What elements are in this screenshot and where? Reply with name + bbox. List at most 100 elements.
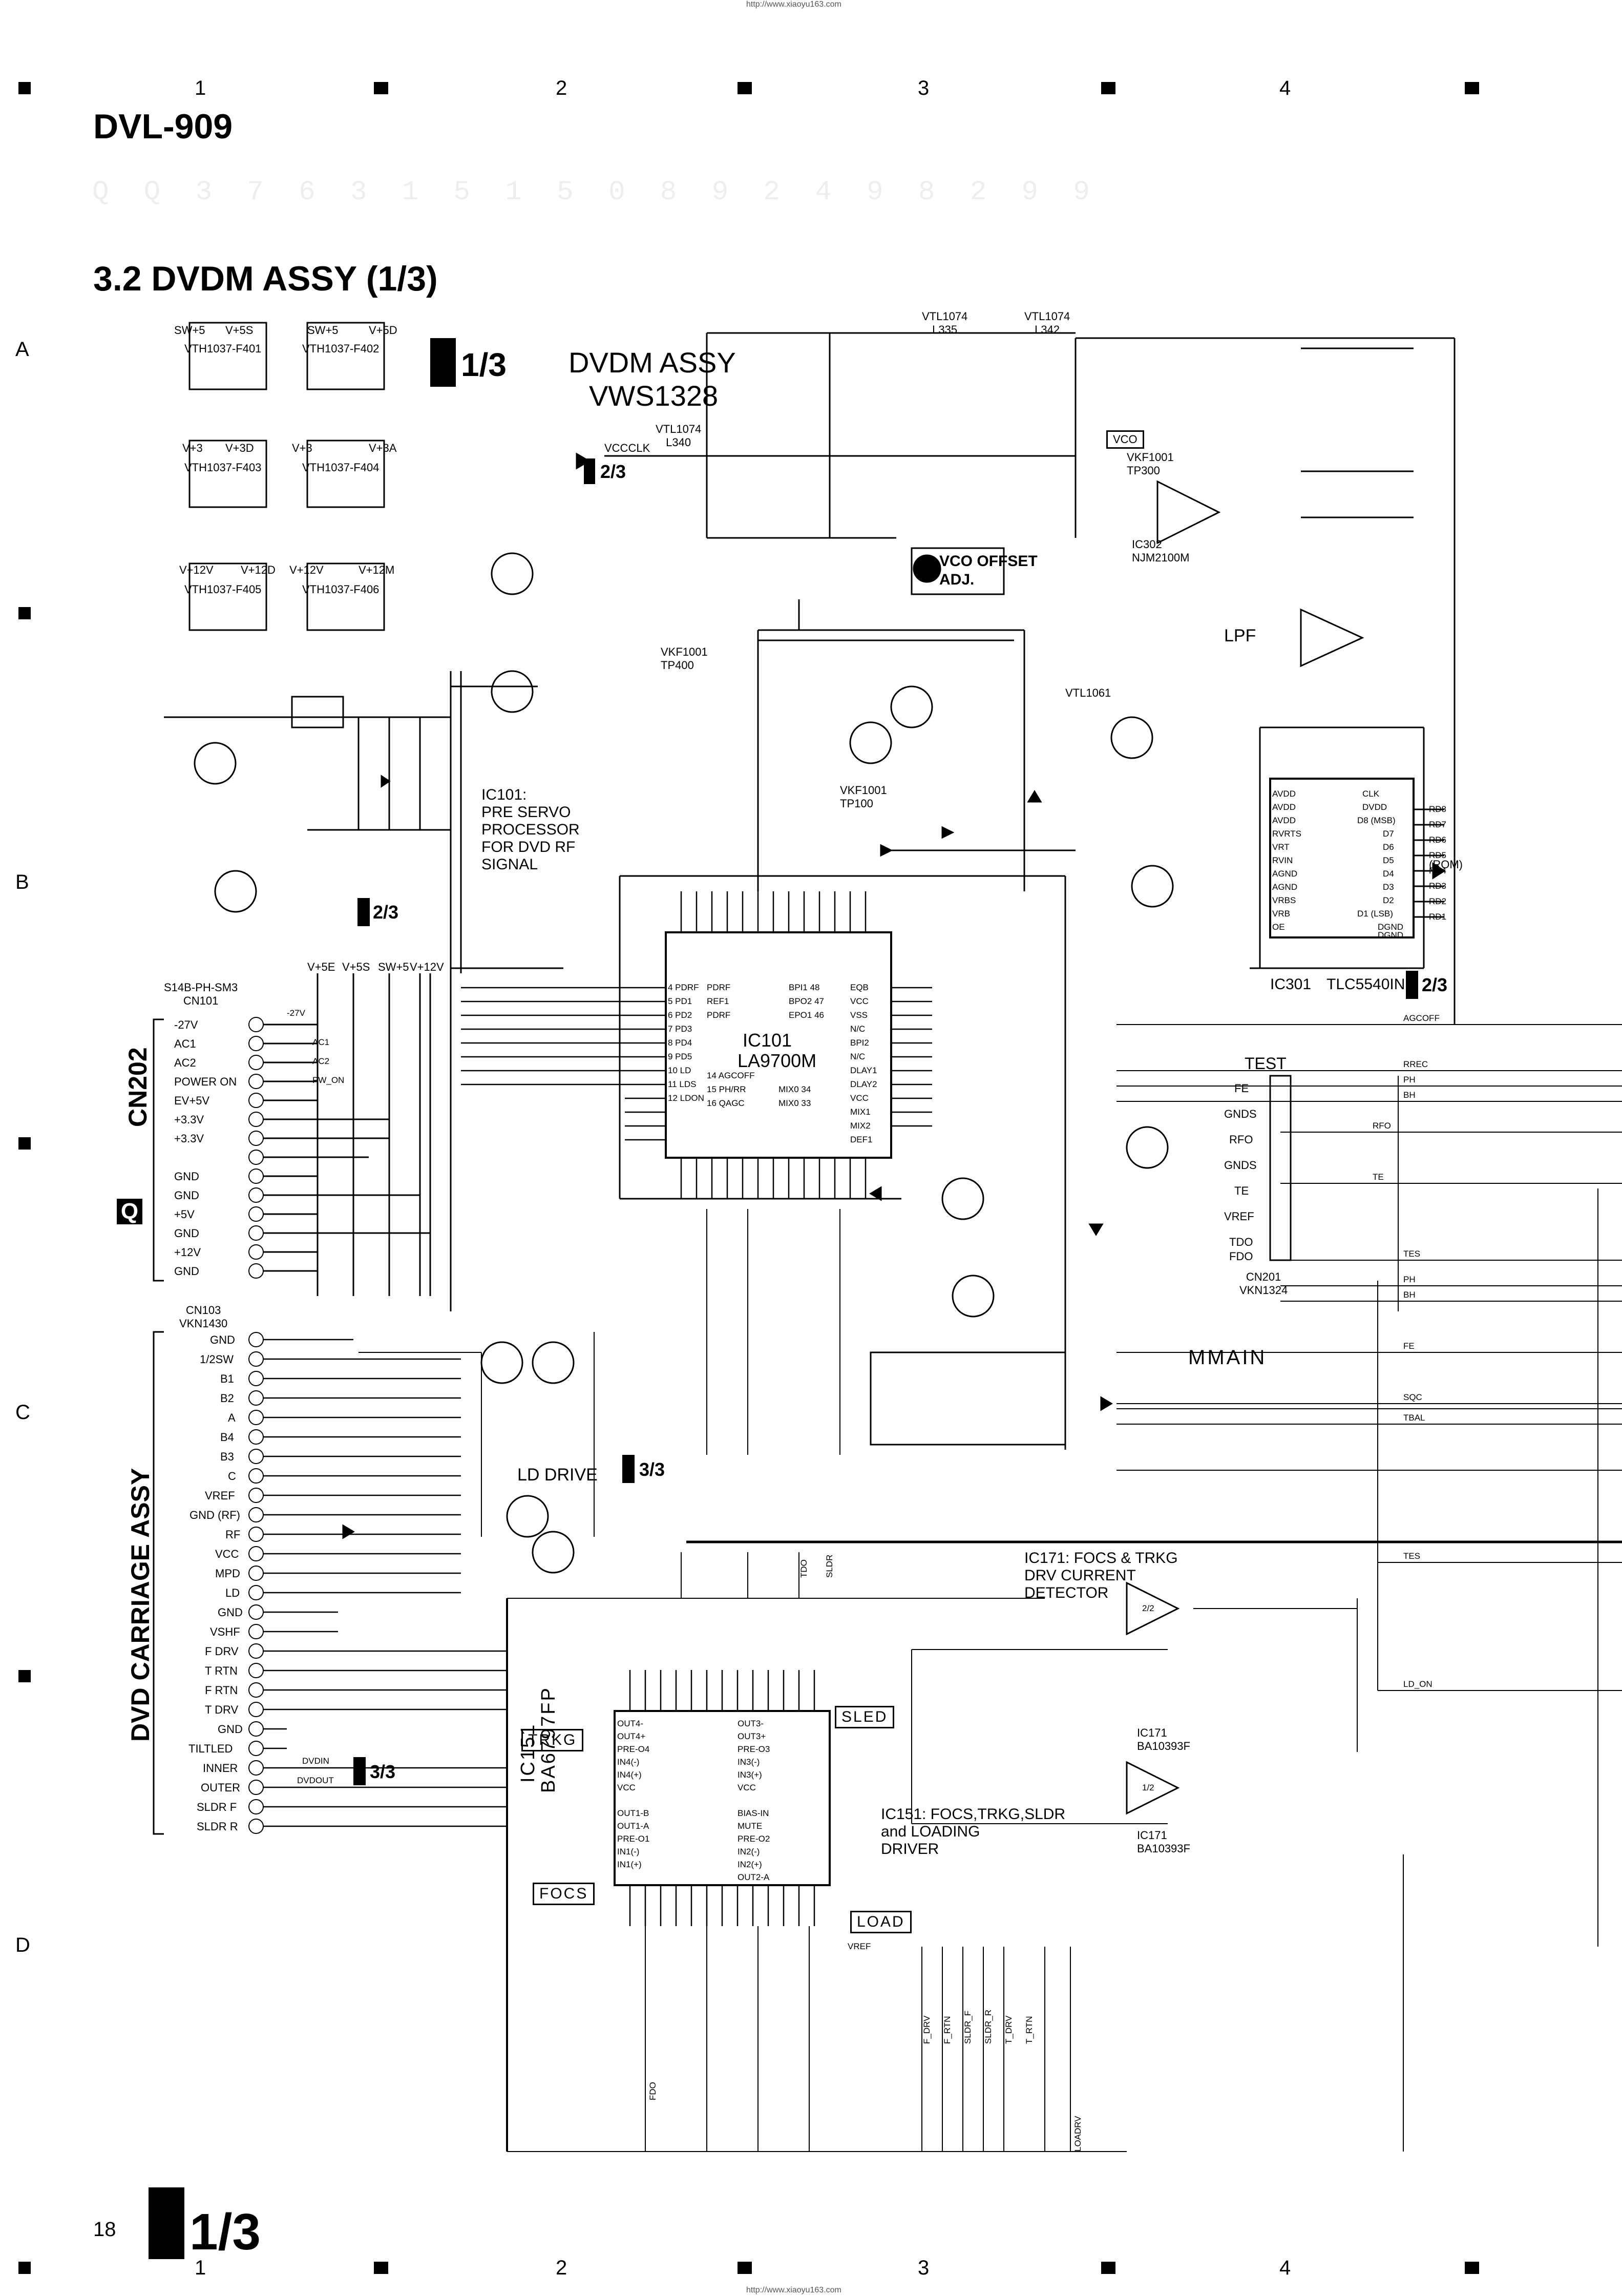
- cn103-pin: F RTN: [205, 1684, 238, 1697]
- regulator-label: VTH1037-F405: [184, 583, 262, 596]
- cn103-pin: 1/2SW: [200, 1353, 234, 1366]
- ic101-mid: VCC: [850, 996, 869, 1006]
- ic301-pin: AGND: [1272, 869, 1298, 879]
- ic151-pin: OUT3-: [738, 1719, 764, 1728]
- ic101-pin: 16 QAGC: [707, 1098, 745, 1108]
- ic101-pin: 9 PD5: [668, 1052, 692, 1061]
- cn103-pin: LD: [225, 1587, 240, 1599]
- cn202-connector: S14B-PH-SM3 CN101: [164, 981, 238, 1007]
- bus-signal: BH: [1403, 1290, 1416, 1300]
- ic301-part: TLC5540INS: [1326, 976, 1416, 993]
- column-2: 2: [556, 2257, 567, 2279]
- ic301-ref: IC301: [1270, 976, 1312, 993]
- ic301-pin: RVIN: [1272, 855, 1293, 865]
- ic301-pin: CLK: [1362, 789, 1380, 799]
- ic101-pin: MIX2: [850, 1121, 871, 1131]
- ic151-pin: IN2(-): [738, 1847, 760, 1856]
- ic151-pin: IN2(+): [738, 1860, 762, 1869]
- registration-mark: [18, 1137, 31, 1150]
- ic151-pin: IN3(-): [738, 1757, 760, 1767]
- rail-label: V+12D: [241, 563, 276, 576]
- registration-mark: [18, 2262, 31, 2274]
- ic101-pin: 8 PD4: [668, 1038, 692, 1048]
- cn202-pin: POWER ON: [174, 1075, 237, 1088]
- cn201-pin: GNDS: [1224, 1159, 1257, 1172]
- ic151-pin: OUT4+: [617, 1731, 646, 1741]
- ic151-pin: PRE-O1: [617, 1834, 650, 1844]
- cn103-pin: VCC: [215, 1548, 239, 1560]
- bottom-signal: DVDOUT: [297, 1776, 334, 1785]
- bottom-signal: T_DRV: [1004, 2015, 1014, 2044]
- cn201-pin: TDO: [1229, 1236, 1253, 1248]
- regulator-label: VTH1037-F402: [302, 342, 380, 355]
- model-title: DVL-909: [93, 107, 233, 146]
- ic301-pin: D2: [1383, 895, 1394, 905]
- page-ref-block: [357, 898, 370, 926]
- ic101-pin: BPI2: [850, 1038, 869, 1048]
- row-C: C: [15, 1401, 30, 1424]
- vco-offset-adj-label: VCO OFFSET ADJ.: [939, 553, 1038, 588]
- ic301-pin: D5: [1383, 855, 1394, 865]
- ic301-pin: D6: [1383, 842, 1394, 852]
- cn202-pin: -27V: [174, 1018, 198, 1031]
- bottom-signal: VREF: [848, 1942, 871, 1951]
- rail-label: SW+5: [174, 324, 205, 337]
- cn103-assy-label: DVD CARRIAGE ASSY: [126, 1468, 155, 1742]
- cn202-pin: +5V: [174, 1208, 195, 1221]
- cn103-pin: F DRV: [205, 1645, 239, 1658]
- cn201-pin: GNDS: [1224, 1108, 1257, 1120]
- column-3: 3: [918, 77, 930, 99]
- ic151-pin: PRE-O3: [738, 1744, 770, 1754]
- ic171-note: IC171: FOCS & TRKG DRV CURRENT DETECTOR: [1024, 1550, 1178, 1601]
- registration-mark: [1465, 2262, 1479, 2274]
- ic301-pin: VRBS: [1272, 895, 1296, 905]
- cn202-pin: GND: [174, 1265, 199, 1278]
- registration-mark: [18, 82, 31, 94]
- ic101-pin: DLAY2: [850, 1079, 877, 1089]
- cn103-pin: B4: [220, 1431, 234, 1444]
- ic301-pin: DGND: [1378, 930, 1404, 940]
- registration-mark: [1101, 82, 1115, 94]
- bottom-signal: LOADRV: [1073, 2116, 1083, 2152]
- cn103-pin: SLDR R: [197, 1820, 238, 1833]
- rail-label: V+3: [182, 442, 203, 454]
- rail-label: V+12M: [359, 563, 395, 576]
- coil-l340: VTL1074 L340: [656, 423, 702, 449]
- rail-label: V+12V: [179, 563, 214, 576]
- ic301-pin: VRB: [1272, 909, 1290, 919]
- cn202-pin: EV+5V: [174, 1094, 210, 1107]
- cn103-pin: C: [228, 1470, 236, 1483]
- ic151-pin: PRE-O4: [617, 1744, 650, 1754]
- ic171-unit: IC171 BA10393F: [1137, 1829, 1190, 1855]
- cn201-pin: RFO: [1229, 1133, 1253, 1146]
- cn202-rail: V+5S: [342, 961, 370, 973]
- coil-l342: VTL1074 L342: [1024, 310, 1070, 336]
- rail-label: V+3A: [369, 442, 397, 454]
- page-ref: 2/3: [1422, 974, 1448, 995]
- ic301-pin: AVDD: [1272, 816, 1296, 825]
- ld-drive-label: LD DRIVE: [517, 1465, 598, 1485]
- cn202-rail: SW+5: [378, 961, 409, 973]
- cn202-pin: GND: [174, 1189, 199, 1202]
- column-4: 4: [1279, 77, 1291, 99]
- page-ref-block: [1406, 971, 1418, 999]
- ic101-pin: 14 AGCOFF: [707, 1071, 755, 1080]
- cn103-pin: VSHF: [210, 1625, 240, 1638]
- bus-signal: FE: [1403, 1341, 1415, 1351]
- cn103-pin: RF: [225, 1528, 241, 1541]
- cn103-pin: B3: [220, 1450, 234, 1463]
- ic101-pin: N/C: [850, 1024, 866, 1034]
- ic101-pin: DEF1: [850, 1135, 873, 1144]
- row-A: A: [15, 338, 29, 361]
- rd-bus: RD5: [1429, 850, 1447, 860]
- ic101-mid: MIX0 33: [778, 1098, 811, 1108]
- column-1: 1: [195, 77, 206, 99]
- regulator-label: VTH1037-F401: [184, 342, 262, 355]
- bus-signal: SQC: [1403, 1392, 1422, 1402]
- tp300-label: VKF1001 TP300: [1127, 451, 1174, 477]
- column-4: 4: [1279, 2257, 1291, 2279]
- rail-label: V+3D: [225, 442, 254, 454]
- cn103-pin: T DRV: [205, 1703, 239, 1716]
- bus-signal: LD_ON: [1403, 1679, 1433, 1689]
- cn202-pin: GND: [174, 1227, 199, 1240]
